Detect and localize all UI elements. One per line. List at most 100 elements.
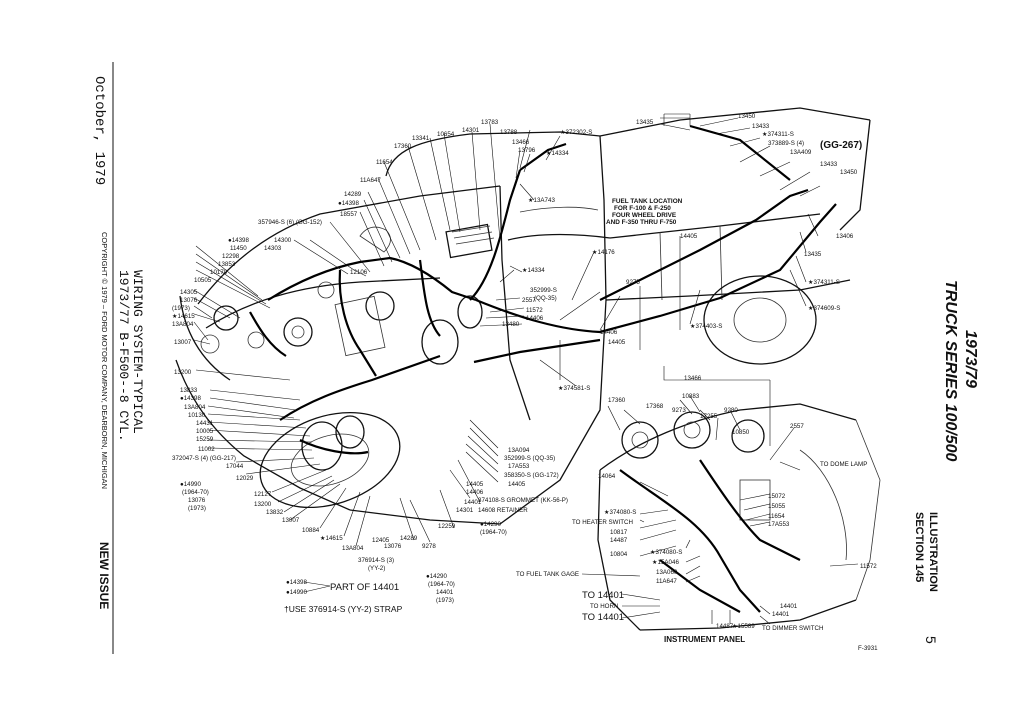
callout-emphasis: (GG-267): [820, 140, 862, 151]
callout: 14406: [526, 315, 544, 322]
callouts-right: 13435 13450 13433 ★374311-S 373889-S (4)…: [636, 113, 862, 330]
ip-callout: 14401: [772, 611, 790, 618]
to-fuel-tank-gage: TO FUEL TANK GAGE: [516, 571, 579, 578]
callout: ●14398: [228, 237, 250, 244]
callout: (YY-2): [368, 565, 385, 572]
callout: 13A804: [172, 321, 194, 328]
callout: 13832: [266, 509, 284, 516]
ip-callout: 14487: [610, 537, 628, 544]
callout: 352999-S: [530, 287, 557, 294]
callout: 13450: [738, 113, 756, 120]
callout: 372047-S (4) (GG-217): [172, 455, 236, 462]
callout: (1964-70): [182, 489, 209, 496]
callout: 12127: [254, 491, 272, 498]
ip-callout: 10883: [682, 393, 700, 400]
to-14401-b: TO 14401: [582, 612, 624, 623]
ip-callout: 9273: [672, 407, 686, 414]
bracket: [663, 113, 691, 126]
callout: 12029: [236, 475, 254, 482]
issue-text: NEW ISSUE: [97, 542, 111, 609]
ip-callout: 10817: [610, 529, 628, 536]
callout: 13435: [636, 119, 654, 126]
ip-callout: 14401: [780, 603, 798, 610]
callout: ★13A743: [528, 197, 555, 204]
fuel-tank-note-line: FUEL TANK LOCATION: [612, 198, 683, 205]
ip-callout: 9280: [724, 407, 738, 414]
callout: 12106: [350, 269, 368, 276]
ip-callout: 17368: [646, 403, 664, 410]
callout: 13A804: [184, 404, 206, 411]
callout: 10130: [188, 412, 206, 419]
callout: (1964-70): [428, 581, 455, 588]
notes: ●14398 ●14990 PART OF 14401 †USE 376914-…: [284, 579, 403, 614]
callout: 13433: [820, 161, 838, 168]
callout: ★14334: [546, 150, 569, 157]
ip-callout: 374108-S GROMMET (KK-56-P): [478, 497, 568, 504]
callout: ●14398: [180, 395, 202, 402]
ip-callout: 13466: [684, 375, 702, 382]
callout: 14401: [464, 499, 482, 506]
callout: 11654: [376, 159, 393, 166]
ip-callout: 14487: [716, 623, 734, 630]
wire-harness: [249, 124, 837, 455]
truck-body: [175, 107, 871, 525]
ip-callout: 11572: [860, 563, 877, 570]
callout: 14300: [274, 237, 292, 244]
ip-callout: 15072: [768, 493, 786, 500]
callout: 9275: [626, 279, 640, 286]
callout: 14431: [196, 420, 214, 427]
callout: (1973): [188, 505, 206, 512]
callout: 17044: [226, 463, 244, 470]
callout: 13076: [188, 497, 206, 504]
ip-callout: 15055: [768, 503, 786, 510]
callout: 13076: [180, 297, 198, 304]
ip-callout: 11654: [768, 513, 785, 520]
callout: ●14290: [426, 573, 448, 580]
callout: ★14615: [172, 313, 195, 320]
callout: ★374311-S: [808, 279, 840, 286]
callout: 11450: [230, 245, 247, 252]
callout: 14289: [400, 535, 418, 542]
engine-components: [200, 223, 495, 471]
ip-callout: 17A553: [768, 521, 790, 528]
callout: (QQ-35): [534, 295, 557, 302]
callout: 13A804: [342, 545, 364, 552]
part-of-item: ●14990: [286, 589, 308, 596]
callout: ★374581-S: [558, 385, 590, 392]
to-14401: TO 14401: [582, 590, 624, 601]
callout: 12259: [438, 523, 456, 530]
callout: 13466: [512, 139, 530, 146]
callout: (1964-70): [480, 529, 507, 536]
title-line2: 1973/77 B-F500--8 CYL.: [116, 270, 131, 442]
callout: 373889-S (4): [768, 140, 804, 147]
ip-callout: ★15A046: [652, 559, 679, 566]
callout: 15259: [196, 436, 214, 443]
callout: 2557: [522, 297, 536, 304]
callout: 13A409: [790, 149, 812, 156]
ip-callout: 13A060: [656, 569, 678, 576]
callout: ★372302-S: [560, 129, 592, 136]
callout: 13480: [502, 321, 520, 328]
callout: 376914-S (3): [358, 557, 394, 564]
title-line1: WIRING SYSTEM-TYPICAL: [130, 270, 145, 434]
callout: 13076: [384, 543, 402, 550]
ip-callout: 10804: [610, 551, 628, 558]
callout: ●14290: [480, 521, 502, 528]
ip-callout: 11A647: [656, 578, 677, 585]
callout: 10884: [302, 527, 320, 534]
callout: 13A094: [508, 447, 530, 454]
callout: 13450: [840, 169, 858, 176]
callout: ●14398: [338, 200, 360, 207]
callout: ★14615: [320, 535, 343, 542]
callout: 13406: [836, 233, 854, 240]
callout: 14289: [344, 191, 362, 198]
fuel-tank-note-line: FOUR WHEEL DRIVE: [612, 212, 677, 219]
page-number: 5: [923, 636, 939, 644]
part-of-note: PART OF 14401: [330, 582, 399, 593]
instrument-panel-title: INSTRUMENT PANEL: [664, 635, 745, 644]
callouts-center: 13788 ★372302-S 13466 13796 ★14334 ★13A7…: [500, 129, 640, 488]
leader-lines: [193, 117, 859, 625]
to-heater-switch: TO HEATER SWITCH: [572, 519, 633, 526]
callout: 14301: [462, 127, 480, 134]
copyright-text: COPYRIGHT © 1979 – FORD MOTOR COMPANY, D…: [100, 232, 109, 489]
